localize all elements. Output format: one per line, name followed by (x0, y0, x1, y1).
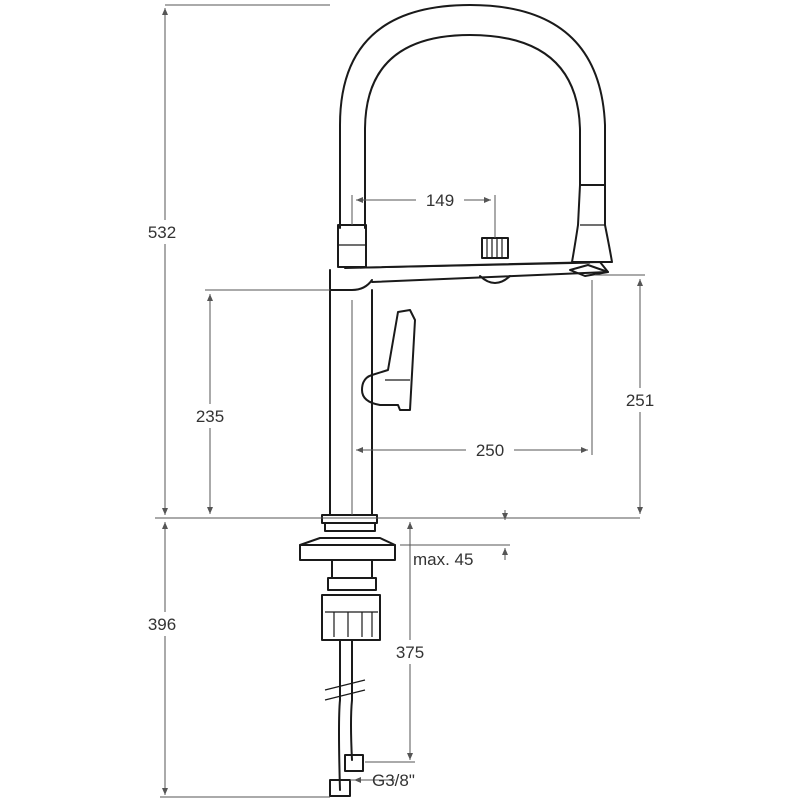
label-shank-length: 375 (396, 643, 424, 662)
label-below-deck: 396 (148, 615, 176, 634)
label-connection: G3/8" (372, 771, 415, 790)
label-deck-thickness: max. 45 (413, 550, 473, 569)
dimension-lines (155, 4, 645, 798)
label-spout-reach: 250 (476, 441, 504, 460)
label-handle-height: 235 (196, 407, 224, 426)
label-hose-distance: 149 (426, 191, 454, 210)
dimension-labels: 532 396 235 251 250 149 max. 45 375 G3/8… (138, 188, 664, 790)
faucet-body (299, 4, 613, 797)
label-total-height: 532 (148, 223, 176, 242)
label-spout-height: 251 (626, 391, 654, 410)
